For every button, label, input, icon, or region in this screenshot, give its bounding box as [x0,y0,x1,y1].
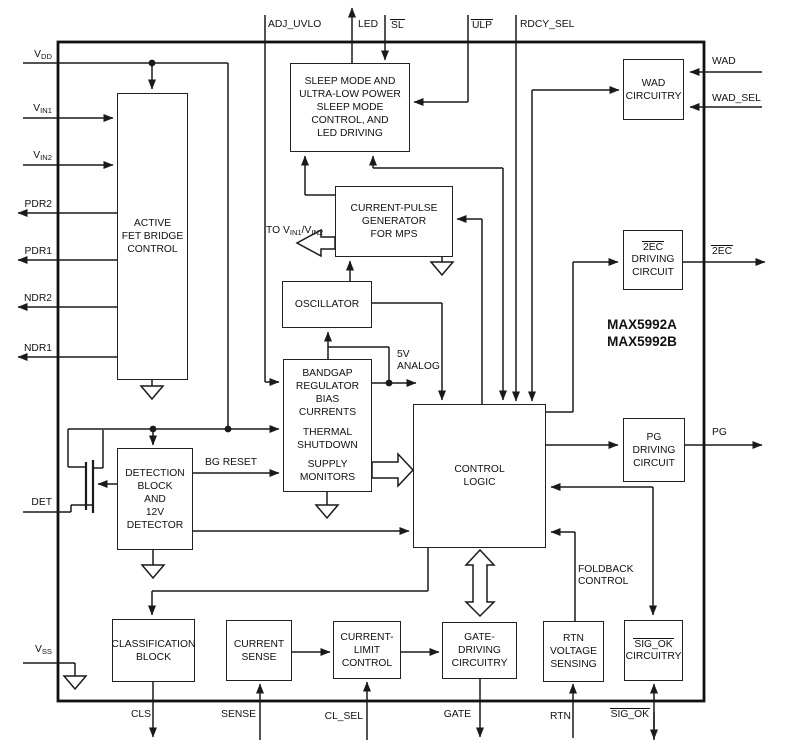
chip-outline [56,40,706,703]
block-current-limit: CURRENT- LIMIT CONTROL [333,621,401,679]
block-rtn-voltage-sensing: RTN VOLTAGE SENSING [543,621,604,682]
to-vin-hollow-arrow [295,228,336,258]
5v-analog-label: 5V ANALOG [397,349,440,372]
pin-sense: SENSE [221,709,256,720]
pin-cl-sel: CL_SEL [324,711,363,722]
pin-led: LED [358,19,379,30]
bg-reset-label: BG RESET [205,457,258,468]
pin-cls: CLS [130,709,151,720]
junction-dots [148,59,393,433]
pin-vdd: VDD [34,49,52,61]
pin-2ec: 2EC [711,245,734,257]
supply-monitor-hollow-arrow [371,452,415,488]
pin-det: DET [31,497,52,508]
pin-pg: PG [712,427,727,438]
block-gate-driving: GATE- DRIVING CIRCUITRY [442,622,517,679]
pin-sl: SL [390,19,405,31]
block-current-pulse-generator: CURRENT-PULSE GENERATOR FOR MPS [335,186,453,257]
block-wad-circuitry: WAD CIRCUITRY [623,59,684,120]
to-vin-label: TO VIN1/VIN2 [266,225,324,237]
pin-gate: GATE [443,709,471,720]
pin-sig-ok: SIG_OK [609,708,650,720]
block-bandgap: BANDGAP REGULATOR BIAS CURRENTS THERMAL … [283,359,372,492]
pin-wad-sel: WAD_SEL [712,93,761,104]
pin-pdr2: PDR2 [24,199,52,210]
part-number-label: MAX5992A MAX5992B [607,317,677,349]
pin-ndr1: NDR1 [23,343,52,354]
block-control-logic: CONTROL LOGIC [413,404,546,548]
foldback-control-label: FOLDBACK CONTROL [578,564,634,587]
block-pg-driving: PG DRIVING CIRCUIT [623,418,685,482]
block-sigok-circuitry: SIG_OK CIRCUITRY [624,620,683,681]
ground-arrow-icons [62,261,455,691]
block-classification: CLASSIFICATION BLOCK [112,619,195,682]
pin-vin1: VIN1 [33,103,52,115]
block-oscillator: OSCILLATOR [282,281,372,328]
pin-ulp: ULP [471,19,494,31]
pin-rdcy-sel: RDCY_SEL [520,19,575,30]
block-2ec-driving: 2EC DRIVING CIRCUIT [623,230,683,290]
mosfet-symbol [67,429,117,513]
pin-pdr1: PDR1 [24,246,52,257]
pin-wad: WAD [712,56,736,67]
pin-rtn: RTN [550,711,571,722]
block-detection: DETECTION BLOCK AND 12V DETECTOR [117,448,193,550]
signal-wires [17,7,766,740]
block-current-sense: CURRENT SENSE [226,620,292,681]
pin-adj-uvlo: ADJ_UVLO [268,19,322,30]
pin-vin2: VIN2 [33,150,52,162]
control-gate-double-arrow [464,548,496,618]
pin-ndr2: NDR2 [23,293,52,304]
block-active-fet-bridge: ACTIVE FET BRIDGE CONTROL [117,93,188,380]
pin-vss: VSS [34,644,52,656]
block-sleep-mode: SLEEP MODE AND ULTRA-LOW POWER SLEEP MOD… [290,63,410,152]
